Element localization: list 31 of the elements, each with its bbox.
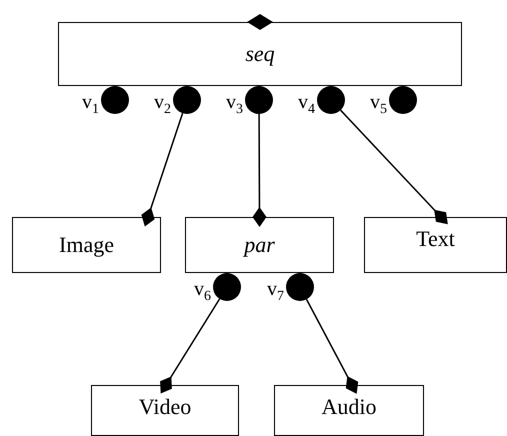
element-name: Text <box>416 226 455 252</box>
element-name: seq <box>245 41 275 67</box>
connector-line <box>252 114 266 227</box>
port-label: v$_{6}$ <box>194 279 211 304</box>
connector-line <box>306 299 358 394</box>
port-label: v$_{2}$ <box>154 92 171 117</box>
port-circle <box>173 86 201 114</box>
port-label: v$_{1}$ <box>82 92 99 117</box>
port-circle <box>245 86 273 114</box>
port-circle <box>317 86 345 114</box>
element-box <box>364 217 507 273</box>
element-name: Audio <box>322 394 376 420</box>
element-name: Image <box>59 232 114 258</box>
port-circle <box>213 273 241 301</box>
port-circle <box>389 86 417 114</box>
element-box <box>12 217 161 273</box>
element-box <box>185 217 334 273</box>
element-box <box>91 385 239 436</box>
port-circle <box>286 273 314 301</box>
element-box <box>274 385 424 436</box>
connector-line <box>141 113 184 226</box>
port-label: v$_{4}$ <box>298 92 315 117</box>
element-name: Video <box>138 394 192 420</box>
port-label: v$_{5}$ <box>370 92 387 117</box>
connector-line <box>160 298 220 394</box>
port-label: v$_{3}$ <box>226 92 243 117</box>
port-label: v$_{7}$ <box>267 279 284 304</box>
connector-line <box>340 110 448 224</box>
element-box <box>58 22 462 86</box>
port-circle <box>101 86 129 114</box>
element-name: par <box>244 232 275 258</box>
